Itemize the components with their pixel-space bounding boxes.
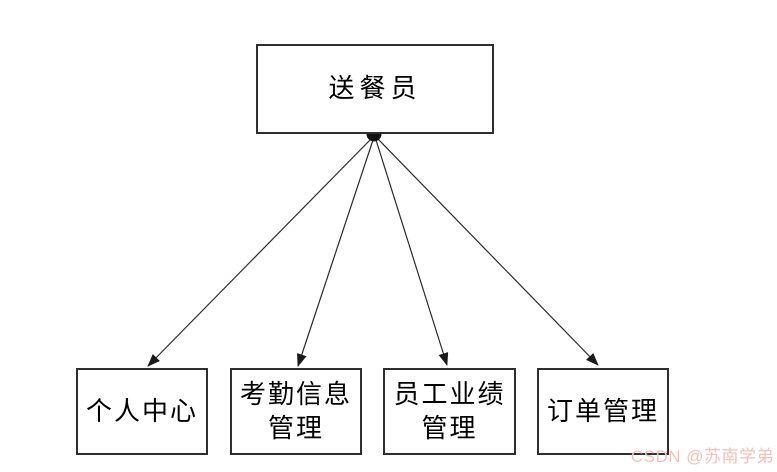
edge-deliverer-to-employee-performance-management [375, 139, 449, 366]
node-attendance-info-management-label-line1: 考勤信息 [239, 379, 352, 409]
edge-deliverer-to-order-management [377, 138, 599, 366]
edge-deliverer-to-personal-center [147, 138, 372, 367]
node-employee-performance-management: 员工业绩 管理 [383, 368, 516, 455]
node-order-management: 订单管理 [537, 368, 669, 455]
node-deliverer: 送餐员 [256, 44, 494, 134]
node-employee-performance-management-label-line1: 员工业绩 [393, 379, 506, 409]
node-order-management-label: 订单管理 [546, 396, 659, 426]
node-deliverer-label: 送餐员 [328, 74, 422, 103]
edge-deliverer-to-attendance-info-management [297, 139, 374, 367]
node-attendance-info-management-label-line2: 管理 [267, 413, 324, 443]
node-personal-center-label: 个人中心 [85, 396, 198, 426]
csdn-watermark: CSDN @苏南学弟 [630, 447, 774, 466]
node-personal-center: 个人中心 [76, 368, 208, 455]
node-attendance-info-management: 考勤信息 管理 [230, 368, 362, 455]
node-employee-performance-management-label-line2: 管理 [421, 413, 478, 443]
